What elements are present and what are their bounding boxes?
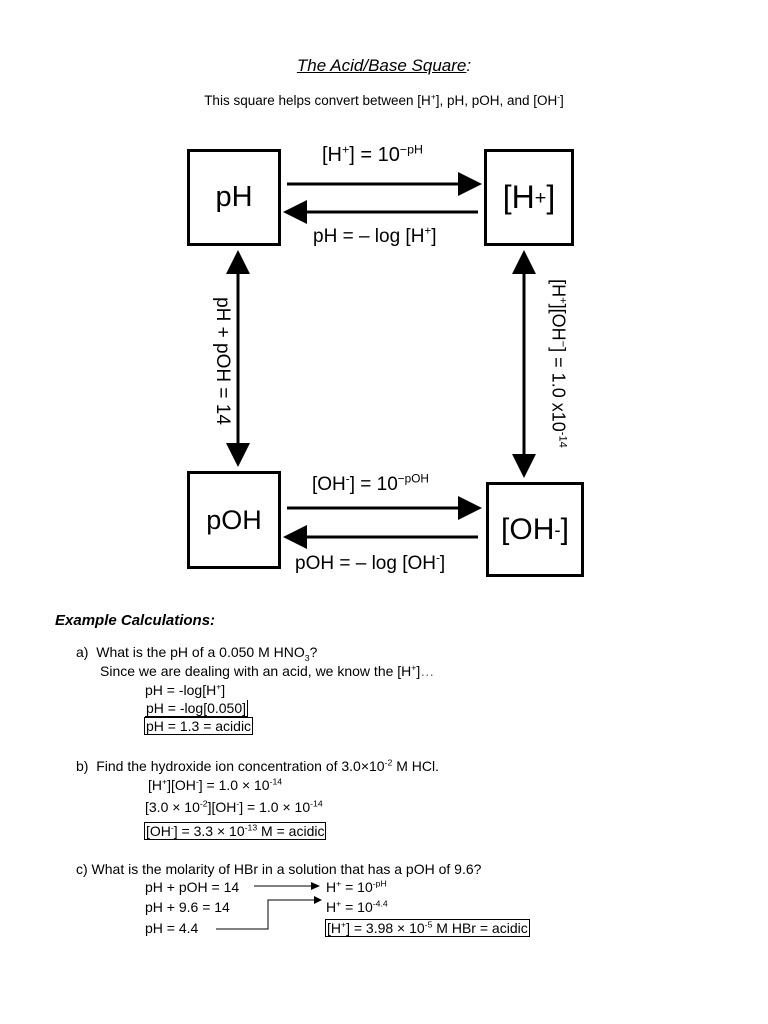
example-c-bracket-head [314, 896, 322, 904]
example-c-right2: H+ = 10-4.4 [326, 898, 388, 915]
hydroxide-ion-box: [OH-] [486, 482, 584, 577]
example-a-step2: pH = -log[0.050] [145, 700, 249, 717]
example-a-answer: pH = 1.3 = acidic [144, 717, 254, 735]
page-subtitle: This square helps convert between [H+], … [204, 91, 564, 108]
arrow-h-oh-up-head [512, 250, 536, 274]
example-b-step1: [H+][OH-] = 1.0 × 10-14 [148, 776, 283, 793]
examples-heading: Example Calculations: [55, 612, 216, 629]
arrow-ph-poh-up-head [226, 250, 250, 274]
poh-box: pOH [187, 471, 281, 569]
example-c-answer: [H+] = 3.98 × 10-5 M HBr = acidic [325, 919, 530, 937]
example-b-answer: [OH-] = 3.3 × 10-13 M = acidic [144, 822, 327, 840]
example-c-question: c) What is the molarity of HBr in a solu… [76, 861, 482, 877]
hydrogen-ion-box: [H+] [484, 149, 574, 246]
arrow-ph-poh-down-head [226, 443, 250, 467]
arrow-oh-to-poh-head [283, 525, 307, 549]
example-c-right1: H+ = 10-pH [326, 878, 387, 895]
example-b-question: b) Find the hydroxide ion concentration … [76, 757, 439, 774]
example-c-arrow-head [311, 882, 320, 890]
example-a-intro: Since we are dealing with an acid, we kn… [100, 662, 435, 679]
arrow-h-oh-down-head [512, 454, 536, 478]
example-a-step1: pH = -log[H+] [145, 681, 226, 698]
eq-ph-from-h: pH = – log [H+] [313, 224, 437, 247]
example-a-question: a) What is the pH of a 0.050 M HNO3? [76, 644, 318, 663]
eq-h-from-ph: [H+] = 10−pH [322, 142, 423, 166]
example-b-step2: [3.0 × 10-2][OH-] = 1.0 × 10-14 [145, 798, 323, 815]
example-c-left3: pH = 4.4 [145, 920, 199, 936]
example-c-left1: pH + pOH = 14 [145, 879, 240, 895]
arrow-h-to-ph-head [283, 200, 307, 224]
eq-ph-poh-sum: pH + pOH = 14 [212, 297, 233, 425]
page-title: The Acid/Base Square: [296, 56, 472, 75]
eq-oh-from-poh: [OH-] = 10−pOH [312, 472, 429, 495]
eq-poh-from-oh: pOH = – log [OH-] [295, 551, 446, 574]
arrow-ph-to-h-head [458, 172, 482, 196]
example-c-bracket [216, 899, 316, 930]
arrow-poh-to-oh-head [458, 496, 482, 520]
example-c-left2: pH + 9.6 = 14 [145, 899, 230, 915]
eq-kw: [H+][OH−] = 1.0 x10-14 [548, 279, 569, 448]
ph-box: pH [187, 149, 281, 246]
